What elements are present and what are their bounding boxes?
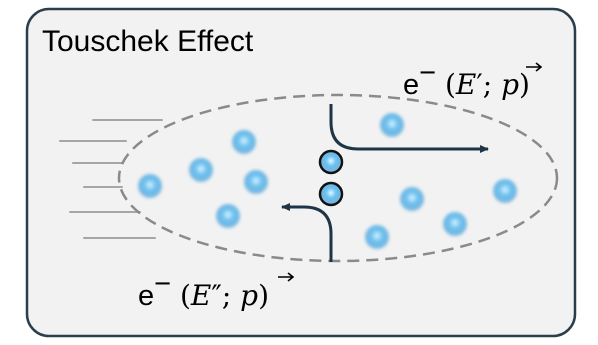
electron [493,179,517,203]
vector-arrow-bottom [278,272,295,282]
diagram-title: Touschek Effect [42,25,254,58]
scattered-trajectory-backward [281,203,333,262]
label-sup: − [154,268,171,300]
label-E: E [190,279,211,312]
label-e: e [403,69,419,101]
colliding-electron-pair [318,149,344,207]
electron [443,212,467,236]
label-E: E [455,68,476,101]
label-sup: − [419,57,436,89]
colliding-electron [318,181,344,207]
electron [365,225,389,249]
panel-frame [25,7,577,338]
colliding-electron [318,149,344,175]
vector-arrow-top [526,62,543,72]
label-close: ) [258,279,269,312]
label-sep: ; [222,279,240,312]
label-close: ) [519,68,530,101]
scattered-trajectory-forward [329,104,489,153]
label-scattered-down: e− (E″; p) [138,268,269,312]
electron [138,174,162,198]
label-open: ( [171,279,191,312]
label-sep: ; [483,68,501,101]
label-scattered-up: e− (E′; p) [403,57,530,101]
beam-envelope [117,93,559,263]
motion-lines [59,119,163,239]
electron-bunch [138,113,517,249]
label-prime: ″ [211,279,221,312]
electron [189,158,213,182]
label-p: p [501,68,519,101]
electron [380,113,404,137]
label-p: p [240,279,258,312]
label-open: ( [436,68,456,101]
electron [400,187,424,211]
electron [244,170,268,194]
electron [232,130,256,154]
label-e: e [138,280,154,312]
label-prime: ′ [476,68,482,101]
electron [216,204,240,228]
